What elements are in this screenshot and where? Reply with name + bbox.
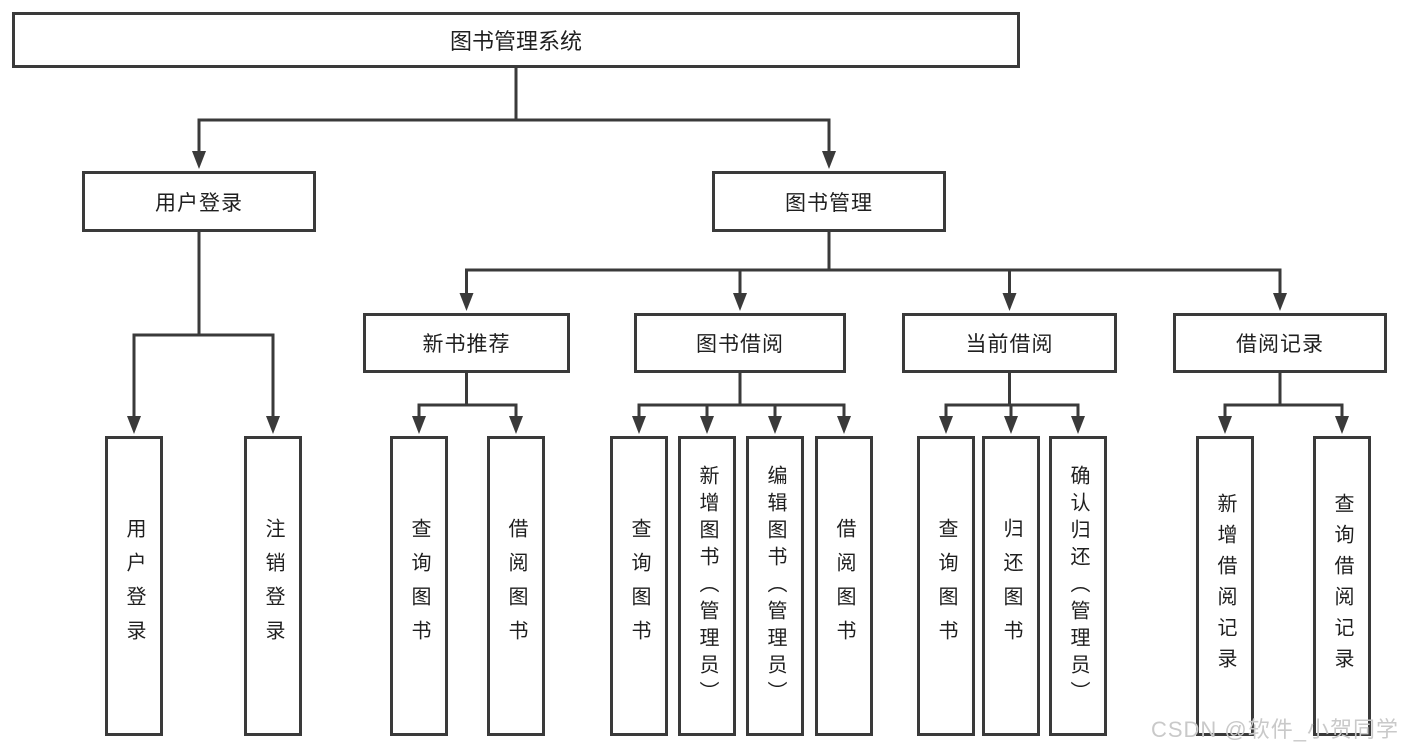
leaf-bb-add-books-admin-label: 新增图书（管理员） [696, 464, 718, 708]
leaf-nb-borrow-books-label: 借阅图书 [505, 518, 527, 654]
leaf-bb-query-books-label: 查询图书 [628, 518, 650, 654]
node-new-book-recommend-label: 新书推荐 [422, 333, 511, 356]
node-user-login: 用户登录 [82, 171, 316, 232]
leaf-user-login-label: 用户登录 [123, 518, 145, 654]
node-user-login-label: 用户登录 [155, 191, 243, 215]
leaf-nb-query-books: 查询图书 [390, 436, 448, 736]
leaf-cb-confirm-return-admin: 确认归还（管理员） [1049, 436, 1107, 736]
leaf-cb-query-books: 查询图书 [917, 436, 975, 736]
node-book-management: 图书管理 [712, 171, 946, 232]
node-borrowing-records: 借阅记录 [1173, 313, 1387, 373]
node-current-borrowing-label: 当前借阅 [965, 333, 1054, 356]
csdn-watermark: CSDN @软件_小贺同学 [1150, 717, 1399, 742]
leaf-user-login: 用户登录 [105, 436, 163, 736]
node-book-borrowing: 图书借阅 [634, 313, 846, 373]
node-book-borrowing-label: 图书借阅 [696, 333, 784, 356]
node-library-system: 图书管理系统 [12, 12, 1020, 68]
leaf-cb-return-books-label: 归还图书 [1000, 518, 1022, 654]
leaf-bb-borrow-books-label: 借阅图书 [833, 518, 855, 654]
leaf-bb-edit-books-admin: 编辑图书（管理员） [746, 436, 804, 736]
node-library-system-label: 图书管理系统 [449, 29, 582, 54]
leaf-br-add-record-label: 新增借阅记录 [1214, 493, 1236, 679]
node-new-book-recommend: 新书推荐 [363, 313, 570, 373]
leaf-logout: 注销登录 [244, 436, 302, 736]
leaf-logout-label: 注销登录 [262, 518, 284, 654]
leaf-nb-query-books-label: 查询图书 [408, 518, 430, 654]
leaf-br-query-record: 查询借阅记录 [1313, 436, 1371, 736]
leaf-cb-query-books-label: 查询图书 [935, 518, 957, 654]
node-current-borrowing: 当前借阅 [902, 313, 1117, 373]
node-borrowing-records-label: 借阅记录 [1236, 333, 1324, 356]
leaf-cb-confirm-return-admin-label: 确认归还（管理员） [1067, 464, 1089, 708]
leaf-cb-return-books: 归还图书 [982, 436, 1040, 736]
node-book-management-label: 图书管理 [785, 191, 873, 215]
leaf-bb-add-books-admin: 新增图书（管理员） [678, 436, 736, 736]
leaf-nb-borrow-books: 借阅图书 [487, 436, 545, 736]
leaf-bb-edit-books-admin-label: 编辑图书（管理员） [764, 464, 786, 708]
leaf-bb-query-books: 查询图书 [610, 436, 668, 736]
leaf-bb-borrow-books: 借阅图书 [815, 436, 873, 736]
leaf-br-query-record-label: 查询借阅记录 [1331, 493, 1353, 679]
leaf-br-add-record: 新增借阅记录 [1196, 436, 1254, 736]
